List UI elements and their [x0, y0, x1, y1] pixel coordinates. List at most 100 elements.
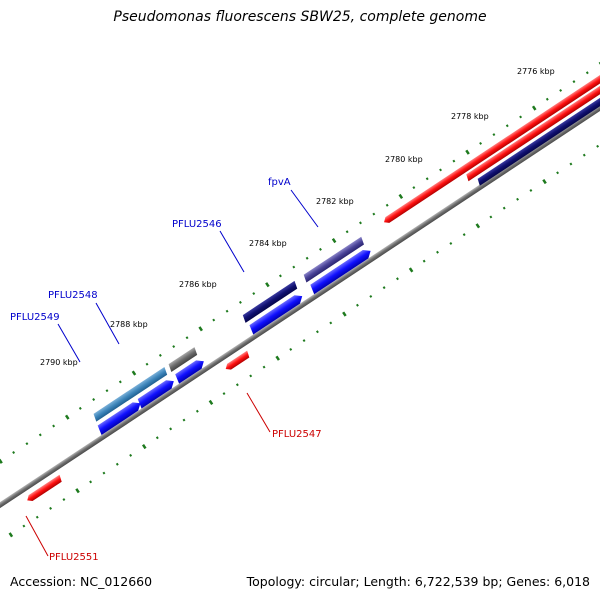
- feature-right-reverse[interactable]: [382, 71, 600, 225]
- major-tick: [208, 399, 214, 405]
- scale-label-2780: 2780 kbp: [385, 155, 423, 164]
- minor-tick: [62, 498, 66, 502]
- minor-tick: [118, 380, 122, 384]
- minor-tick: [262, 365, 266, 369]
- scale-label-2790: 2790 kbp: [40, 358, 78, 367]
- major-tick: [331, 237, 337, 244]
- minor-tick: [436, 250, 439, 254]
- minor-tick: [89, 480, 93, 484]
- cds-PFLU2548[interactable]: [174, 357, 207, 384]
- minor-tick: [569, 162, 573, 166]
- minor-tick: [12, 451, 16, 454]
- minor-tick: [78, 406, 82, 410]
- minor-tick: [92, 398, 96, 401]
- scale-label-2788: 2788 kbp: [110, 320, 148, 329]
- feature-PFLU2549[interactable]: [92, 366, 169, 422]
- minor-tick: [372, 212, 376, 216]
- leader-PFLU2546: [219, 230, 245, 273]
- minor-tick: [572, 80, 576, 84]
- summary-text: Topology: circular; Length: 6,722,539 bp…: [246, 574, 590, 589]
- feature-PFLU2551[interactable]: [25, 474, 63, 503]
- minor-tick: [52, 424, 56, 428]
- minor-tick: [329, 321, 333, 325]
- feature-fpvA[interactable]: [302, 236, 366, 283]
- scale-label-2778: 2778 kbp: [451, 112, 489, 121]
- major-tick: [398, 193, 404, 199]
- cds-PFLU2549-a[interactable]: [96, 399, 143, 435]
- gene-label-PFLU2546[interactable]: PFLU2546: [172, 219, 222, 230]
- minor-tick: [382, 286, 386, 290]
- cds-fpvA[interactable]: [309, 247, 374, 295]
- minor-tick: [22, 524, 26, 528]
- gene-label-PFLU2547[interactable]: PFLU2547: [272, 429, 322, 440]
- cds-PFLU2546[interactable]: [248, 292, 305, 335]
- reverse-strand-features: [25, 71, 600, 503]
- major-tick: [531, 105, 537, 111]
- minor-tick: [182, 418, 186, 422]
- minor-tick: [489, 215, 493, 219]
- minor-tick: [319, 247, 322, 251]
- feature-PFLU2546[interactable]: [241, 280, 299, 323]
- minor-tick: [385, 203, 389, 207]
- minor-tick: [169, 427, 173, 431]
- leader-PFLU2547: [246, 392, 271, 433]
- minor-tick: [559, 88, 563, 92]
- minor-tick: [289, 347, 293, 351]
- minor-tick: [582, 153, 586, 157]
- minor-tick: [225, 309, 229, 313]
- minor-tick: [556, 171, 560, 175]
- major-tick: [75, 488, 80, 494]
- scale-label-2782: 2782 kbp: [316, 197, 354, 206]
- label-leaders: [25, 189, 319, 557]
- minor-tick: [252, 292, 256, 296]
- gene-label-PFLU2548[interactable]: PFLU2548: [48, 290, 98, 301]
- minor-tick: [105, 389, 109, 393]
- minor-tick: [35, 515, 39, 519]
- gene-label-PFLU2551[interactable]: PFLU2551: [49, 552, 99, 563]
- minor-tick: [185, 336, 189, 340]
- major-tick: [275, 355, 280, 361]
- feature-PFLU2548[interactable]: [167, 347, 199, 372]
- cds-PFLU2549-b[interactable]: [136, 377, 177, 409]
- major-tick: [475, 223, 481, 229]
- feature-dark-forward-right[interactable]: [465, 61, 600, 182]
- minor-tick: [235, 383, 239, 387]
- minor-tick: [49, 506, 53, 510]
- inner-tick-row: [8, 144, 600, 538]
- map-title: Pseudomonas fluorescens SBW25, complete …: [113, 9, 487, 25]
- minor-tick: [492, 133, 496, 137]
- major-tick: [542, 179, 547, 185]
- minor-tick: [462, 233, 466, 237]
- major-tick: [265, 282, 270, 288]
- minor-tick: [38, 433, 42, 437]
- feature-navy-forward-right[interactable]: [476, 70, 600, 186]
- major-tick: [198, 326, 203, 332]
- minor-tick: [505, 124, 509, 128]
- minor-tick: [519, 115, 523, 119]
- minor-tick: [102, 471, 106, 475]
- minor-tick: [155, 436, 159, 440]
- major-tick: [8, 532, 14, 538]
- forward-strand-features: [92, 61, 600, 435]
- minor-tick: [195, 409, 199, 413]
- minor-tick: [412, 186, 416, 190]
- genome-backbone: [0, 92, 600, 517]
- major-tick: [465, 149, 470, 155]
- minor-tick: [238, 300, 242, 304]
- minor-tick: [452, 159, 456, 163]
- gene-label-PFLU2549[interactable]: PFLU2549: [10, 312, 60, 323]
- gene-label-fpvA[interactable]: fpvA: [268, 177, 291, 188]
- minor-tick: [545, 97, 549, 101]
- minor-tick: [529, 188, 533, 192]
- feature-PFLU2547[interactable]: [224, 350, 251, 372]
- minor-tick: [315, 330, 319, 334]
- minor-tick: [422, 259, 426, 263]
- minor-tick: [145, 362, 149, 366]
- minor-tick: [249, 374, 253, 378]
- accession-text: Accession: NC_012660: [10, 574, 153, 589]
- minor-tick: [345, 230, 349, 234]
- minor-tick: [158, 353, 162, 357]
- minor-tick: [449, 241, 453, 245]
